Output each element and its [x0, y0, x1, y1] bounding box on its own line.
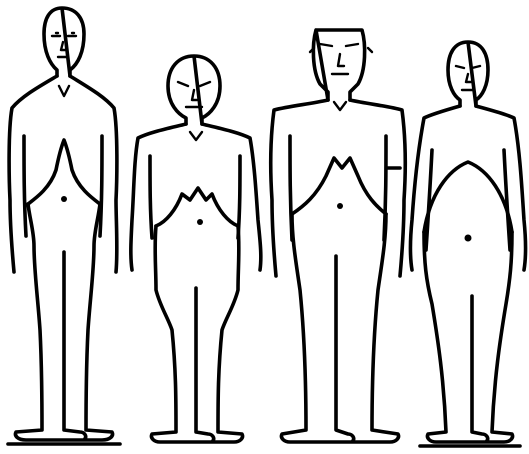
legs — [281, 214, 398, 442]
neck-notch — [334, 102, 346, 110]
face — [456, 66, 480, 90]
torso-outline — [411, 106, 526, 270]
navel — [197, 219, 203, 225]
torso-outline — [9, 76, 117, 272]
belly-arc — [424, 162, 512, 232]
navel — [337, 203, 343, 209]
legs — [15, 204, 112, 440]
figure-broad-shouldered — [271, 30, 406, 442]
waistline — [28, 140, 100, 204]
navel — [61, 196, 67, 202]
figure-heavy-waisted — [411, 42, 526, 446]
torso-outline — [131, 124, 261, 270]
figure-tall-thin — [8, 8, 120, 444]
face — [178, 82, 210, 107]
navel — [465, 235, 472, 242]
legs — [151, 226, 242, 442]
waistline — [156, 188, 238, 226]
legs — [424, 232, 513, 442]
figure-short-stocky — [131, 56, 261, 442]
neck-notch — [59, 86, 69, 96]
neck-notch — [190, 132, 202, 140]
